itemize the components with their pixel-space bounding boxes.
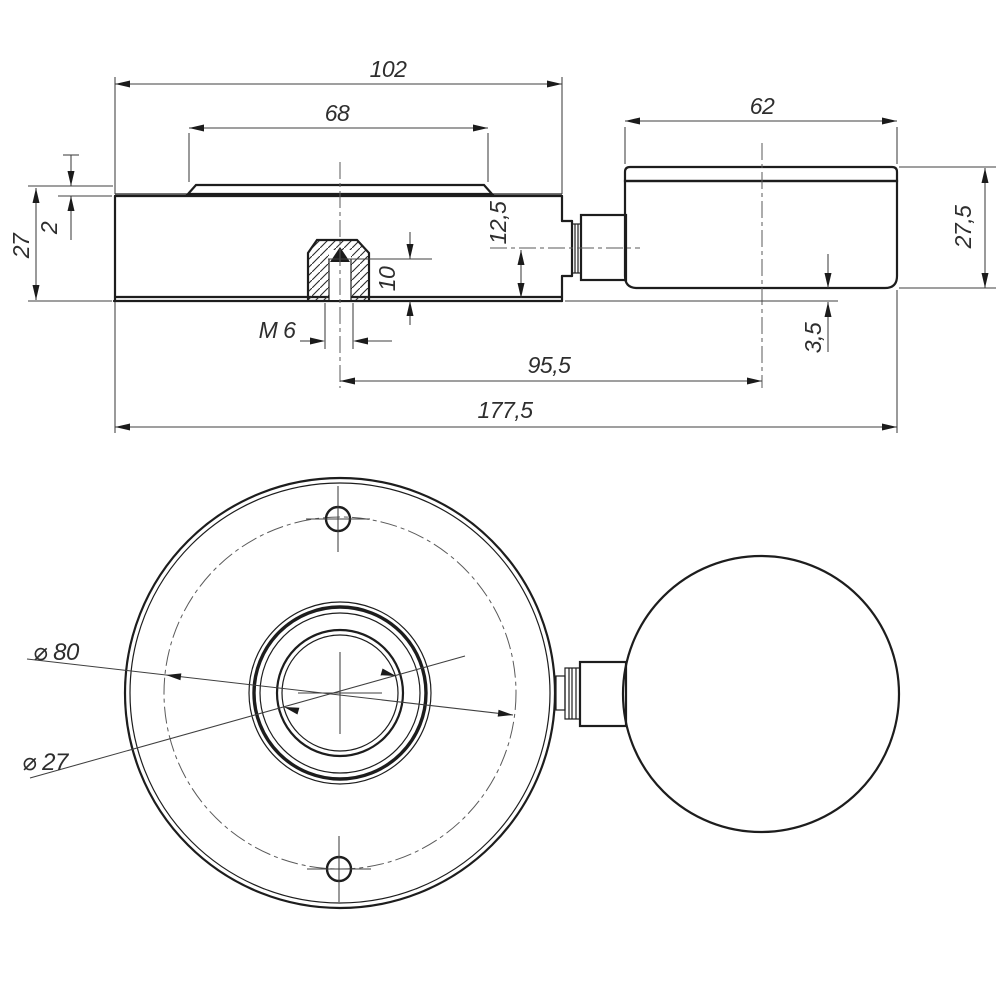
dim-2: 2: [36, 154, 112, 240]
dim-68: 68: [188, 100, 489, 182]
thread-hole-clearance: [329, 250, 351, 300]
connector-washer: [555, 675, 566, 711]
arrowhead: [32, 285, 40, 300]
mounting-hole-top: [306, 486, 370, 552]
dim-12-5: 12,5: [485, 201, 525, 298]
connector-block: [578, 660, 628, 728]
arrowhead: [824, 302, 832, 317]
bore-circle-inner-line: [281, 634, 399, 752]
boss-outline: [306, 238, 371, 302]
arrowhead: [882, 423, 897, 431]
arrowhead: [67, 171, 75, 186]
threaded-boss-section: [306, 238, 371, 302]
dim-label-m6: M 6: [259, 317, 297, 343]
arrowhead: [824, 273, 832, 288]
dim-label-27-5: 27,5: [950, 205, 976, 249]
gauge-circle: [621, 554, 901, 834]
arrowhead: [284, 707, 300, 715]
arrowhead: [406, 244, 414, 259]
mounting-hole-bottom: [307, 836, 371, 902]
arrowhead: [189, 124, 204, 132]
dim-label-68: 68: [325, 100, 350, 126]
arrowhead: [882, 117, 897, 125]
dim-27-5: 27,5: [899, 166, 996, 289]
dim-dia-27: ⌀ 27: [22, 655, 466, 779]
dim-62: 62: [624, 93, 898, 164]
dim-m6: M 6: [259, 303, 392, 349]
arrowhead: [353, 337, 368, 345]
dim-label-27: 27: [8, 232, 34, 259]
dim-label-62: 62: [750, 93, 775, 119]
bottom-view: ⌀ 80 ⌀ 27: [22, 476, 901, 910]
arrowhead: [340, 377, 355, 385]
arrowhead: [517, 283, 525, 298]
dim-dia-80: ⌀ 80: [26, 639, 514, 717]
arrowhead: [32, 188, 40, 203]
flange-outer-circle: [123, 476, 557, 910]
arrowhead: [380, 668, 396, 676]
dim-3-5: 3,5: [565, 254, 838, 353]
boss-ring-bold: [252, 605, 428, 781]
arrowhead: [67, 196, 75, 211]
arrowhead: [625, 117, 640, 125]
dim-102: 102: [114, 56, 563, 194]
arrowhead: [747, 377, 762, 385]
arrowhead: [166, 673, 182, 681]
leader-line: [26, 658, 514, 716]
flange-outer-circle-inner-line: [129, 482, 551, 904]
dim-95-5: 95,5: [340, 352, 762, 385]
dim-27: 27: [8, 185, 113, 302]
dim-10: 10: [328, 232, 432, 325]
dim-label-dia-27: ⌀ 27: [22, 749, 70, 776]
bore-circle: [275, 628, 405, 758]
dim-label-dia-80: ⌀ 80: [33, 639, 80, 666]
boss-ring-inner-edge: [259, 612, 421, 774]
arrowhead: [115, 423, 130, 431]
dim-label-95-5: 95,5: [528, 352, 571, 378]
arrowhead: [497, 709, 513, 717]
gauge-bezel: [623, 165, 899, 183]
arrowhead: [547, 80, 562, 88]
arrowhead: [981, 273, 989, 288]
boss-ring-outer: [248, 601, 432, 785]
dim-label-102: 102: [370, 56, 408, 82]
dim-label-3-5: 3,5: [800, 322, 826, 353]
side-section-view: 102 68 62 27: [8, 56, 996, 433]
dim-label-177-5: 177,5: [477, 397, 533, 423]
arrowhead: [517, 250, 525, 265]
arrowhead: [310, 337, 325, 345]
arrowhead: [406, 301, 414, 316]
leader-line: [29, 655, 466, 779]
dim-label-2: 2: [36, 221, 62, 235]
arrowhead: [981, 168, 989, 183]
dim-label-10: 10: [374, 266, 400, 291]
dim-label-12-5: 12,5: [485, 201, 511, 244]
arrowhead: [473, 124, 488, 132]
arrowhead: [115, 80, 130, 88]
dim-177-5: 177,5: [114, 290, 898, 433]
gauge-housing: [623, 179, 899, 290]
